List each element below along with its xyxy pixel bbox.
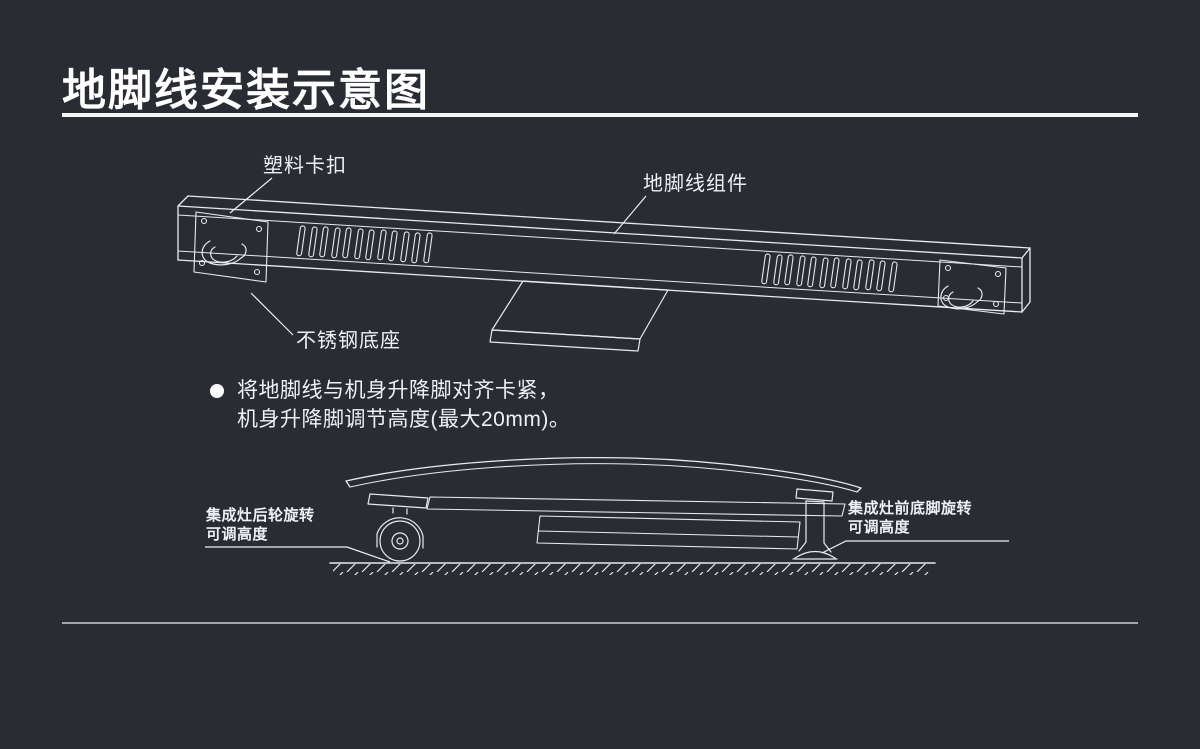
plastic-clip-right-drawing: [940, 285, 983, 310]
center-mounting-bracket: [489, 280, 669, 352]
rear-caster-wheel-drawing: [367, 493, 429, 562]
page-title: 地脚线安装示意图: [62, 66, 430, 115]
leader-front-foot: [821, 540, 1009, 554]
instruction-line-1: 将地脚线与机身升降脚对齐卡紧，: [237, 379, 560, 402]
bottom-divider: [62, 622, 1138, 624]
label-plastic-clip: 塑料卡扣: [263, 155, 347, 177]
stainless-base-plate-left: [193, 211, 269, 283]
leader-plastic-clip: [229, 177, 273, 214]
plastic-clip-left-drawing: [201, 240, 247, 266]
ground-hatching: [329, 562, 936, 575]
title-divider: [62, 113, 1138, 117]
callout-leader-lines-side: [205, 540, 1009, 563]
vent-slats-left: [295, 225, 433, 264]
vent-slats-right: [760, 253, 898, 293]
label-front-foot-line-1: 集成灶前底脚旋转: [848, 500, 973, 517]
label-rear-wheel-line-1: 集成灶后轮旋转: [206, 507, 315, 524]
label-stainless-base: 不锈钢底座: [296, 330, 401, 352]
label-front-foot-line-2: 可调高度: [848, 519, 911, 536]
leader-rear-wheel: [205, 546, 391, 563]
instruction-line-2: 机身升降脚调节高度(最大20mm)。: [237, 408, 571, 431]
baseboard-bar-outline: [177, 195, 1031, 313]
leader-assembly: [613, 195, 647, 235]
instruction-text: 将地脚线与机身升降脚对齐卡紧， 机身升降脚调节高度(最大20mm)。: [237, 376, 570, 434]
bullet-dot: [210, 384, 224, 398]
label-rear-wheel: 集成灶后轮旋转 可调高度: [206, 506, 315, 544]
baseboard-drawing: [177, 195, 1031, 352]
stove-body-side-profile: [345, 456, 862, 550]
callout-leader-lines-top: [229, 177, 647, 336]
side-view-drawing: [329, 456, 936, 575]
front-foot-drawing: [792, 488, 838, 560]
label-front-foot: 集成灶前底脚旋转 可调高度: [848, 499, 972, 537]
leader-base: [250, 292, 294, 336]
label-baseboard-assembly: 地脚线组件: [643, 173, 748, 195]
label-rear-wheel-line-2: 可调高度: [206, 526, 269, 543]
instruction-note: 将地脚线与机身升降脚对齐卡紧， 机身升降脚调节高度(最大20mm)。: [210, 376, 570, 434]
